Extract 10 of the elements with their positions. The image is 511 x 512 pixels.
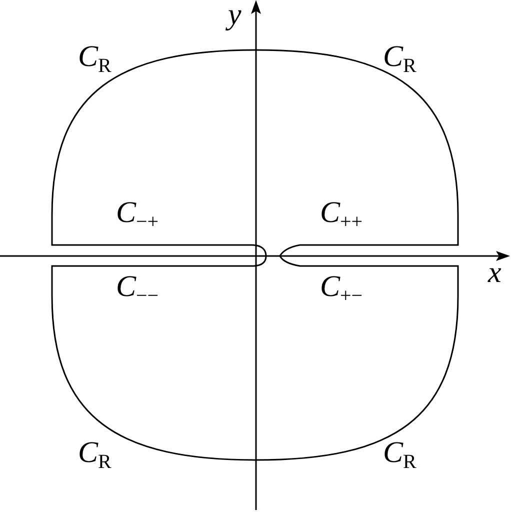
contour-label: C$_{R}$ xyxy=(383,42,416,76)
contour-label: C$_{++}$ xyxy=(320,198,363,232)
contour-label: C$_{−+}$ xyxy=(116,198,159,232)
axis-label: x xyxy=(488,258,502,288)
contour-label: C$_{+−}$ xyxy=(320,272,363,306)
contour-label: C$_{R}$ xyxy=(383,438,416,472)
contour-label: C$_{R}$ xyxy=(78,438,112,472)
contour-label: C$_{R}$ xyxy=(78,42,112,76)
contour-label: C$_{−−}$ xyxy=(116,272,159,306)
axis-label: y xyxy=(228,0,242,30)
